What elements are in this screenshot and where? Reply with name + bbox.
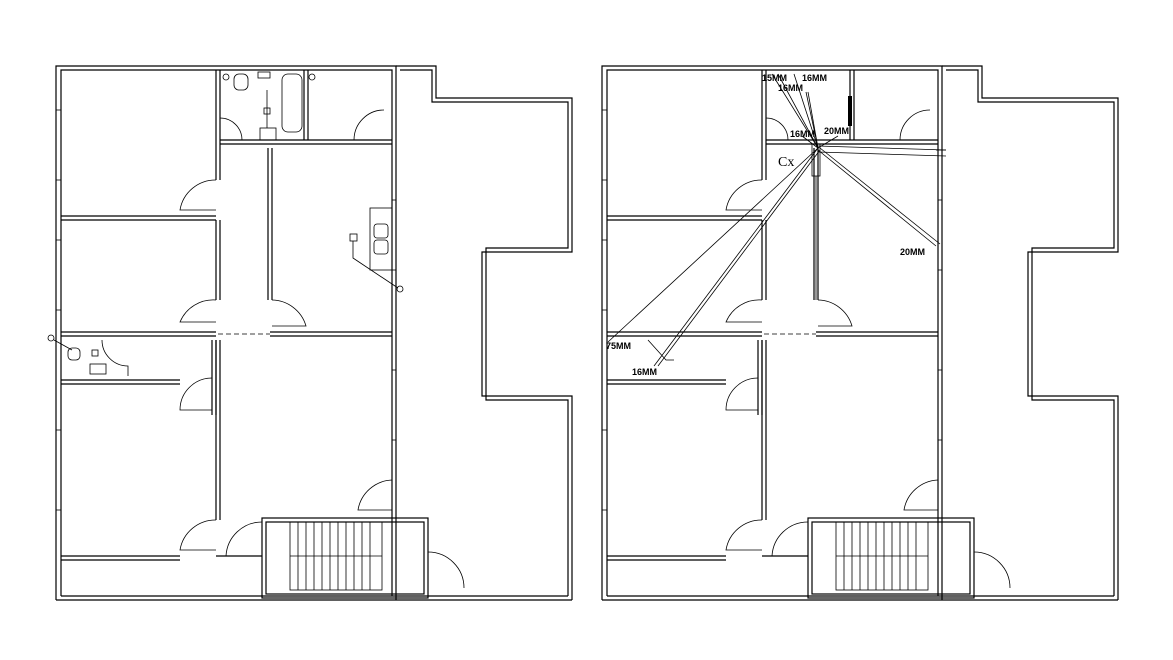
fixture-symbol-cx: Cx <box>778 155 794 170</box>
pipe-network <box>607 73 947 367</box>
kitchen-sink <box>349 207 404 293</box>
pipe-label-bottom: 16MM <box>632 367 657 377</box>
pipe-label-mid-a: 16MM <box>790 129 815 139</box>
bathroom-fixtures-lower <box>47 334 129 376</box>
pipe-label-right: 20MM <box>900 247 925 257</box>
pipe-label-top-c: 16MM <box>778 83 803 93</box>
pipe-label-top-b: 16MM <box>802 73 827 83</box>
bathroom-fixtures-top <box>222 71 316 141</box>
floor-plan-left <box>47 65 573 601</box>
pipe-label-mid-b: 20MM <box>824 126 849 136</box>
pipe-label-left: 75MM <box>606 341 631 351</box>
floor-plan-right: Cx 15MM 16MM 16MM 16MM 20MM 20MM 75MM 16… <box>601 65 1119 601</box>
pipe-label-top-a: 15MM <box>762 73 787 83</box>
lower-fixture <box>647 339 674 361</box>
